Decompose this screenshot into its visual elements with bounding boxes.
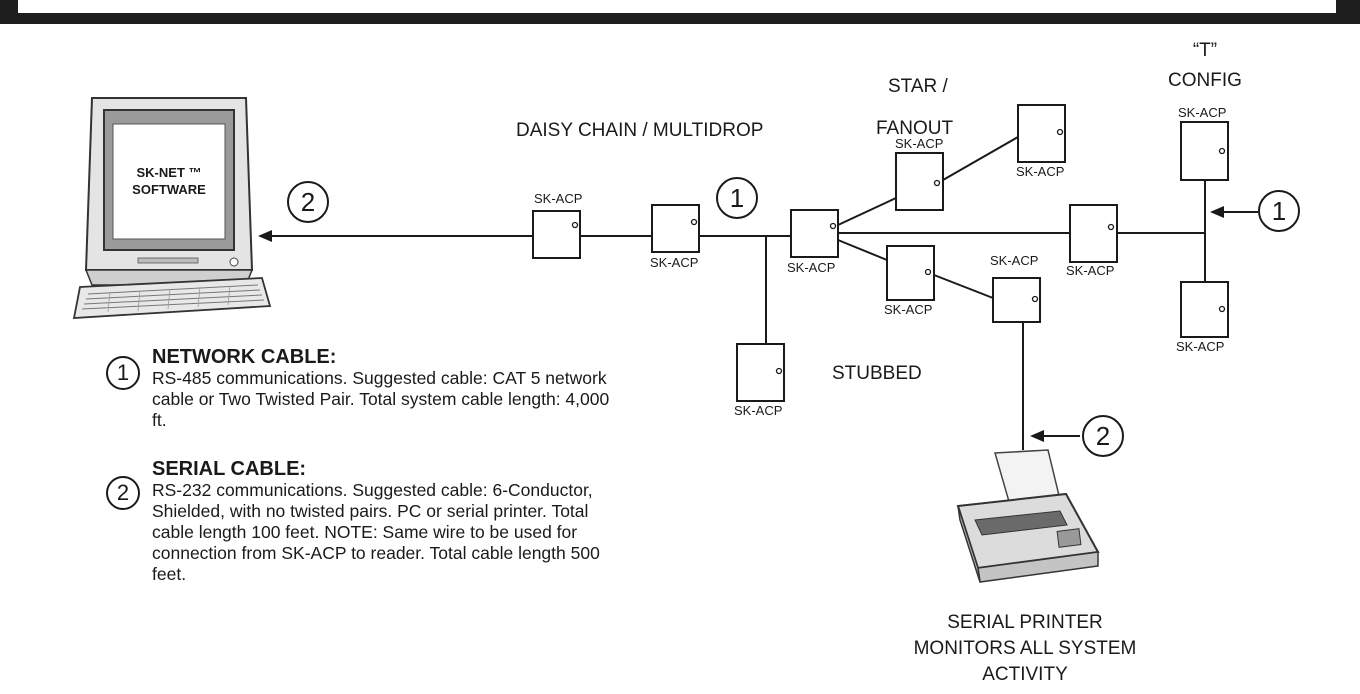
- sk-acp-label-6: SK-ACP: [1066, 263, 1115, 278]
- sk-acp-label-3: SK-ACP: [787, 260, 836, 275]
- marker-network-chain: 1: [716, 177, 758, 219]
- legend-network-title: NETWORK CABLE:: [152, 346, 337, 368]
- sk-acp-label-10: SK-ACP: [990, 253, 1039, 268]
- sk-acp-label-7: SK-ACP: [1178, 105, 1227, 120]
- t-config-label-line2: CONFIG: [1168, 70, 1242, 91]
- computer-icon: [72, 97, 272, 319]
- sk-acp-box-11: [736, 343, 785, 402]
- network-cable-lines: [580, 136, 1206, 450]
- sk-acp-box-5: [1017, 104, 1066, 163]
- printer-caption-line2: MONITORS ALL SYSTEM: [913, 638, 1137, 659]
- sk-acp-label-9: SK-ACP: [884, 302, 933, 317]
- star-label-line2: FANOUT: [876, 118, 954, 139]
- computer-screen-line2: SOFTWARE: [132, 182, 206, 197]
- sk-acp-label-1: SK-ACP: [534, 191, 583, 206]
- legend-network-marker: 1: [106, 356, 140, 390]
- t-config-label-line1: “T”: [1192, 40, 1218, 61]
- sk-acp-label-4: SK-ACP: [895, 136, 944, 151]
- sk-acp-label-11: SK-ACP: [734, 403, 783, 418]
- marker-serial-pc: 2: [287, 181, 329, 223]
- sk-acp-label-2: SK-ACP: [650, 255, 699, 270]
- sk-acp-box-6: [1069, 204, 1118, 263]
- marker-network-t: 1: [1258, 190, 1300, 232]
- legend-serial-marker: 2: [106, 476, 140, 510]
- top-frame-bar: [0, 0, 1360, 24]
- sk-acp-label-5: SK-ACP: [1016, 164, 1065, 179]
- sk-acp-box-3: [790, 209, 839, 258]
- computer-screen-title: SK-NET ™ SOFTWARE: [124, 164, 214, 198]
- printer-icon: [956, 449, 1100, 583]
- sk-acp-box-9: [886, 245, 935, 301]
- legend-network-text: RS-485 communications. Suggested cable: …: [152, 368, 610, 430]
- marker-serial-printer: 2: [1082, 415, 1124, 457]
- computer-screen-line1: SK-NET ™: [136, 165, 202, 180]
- legend-serial-title: SERIAL CABLE:: [152, 458, 307, 480]
- stubbed-label: STUBBED: [832, 363, 922, 384]
- printer-caption-line1: SERIAL PRINTER: [947, 612, 1103, 633]
- sk-acp-box-2: [651, 204, 700, 253]
- printer-caption-line3: ACTIVITY: [982, 664, 1068, 685]
- daisy-chain-label: DAISY CHAIN / MULTIDROP: [516, 120, 764, 141]
- legend-serial-text: RS-232 communications. Suggested cable: …: [152, 480, 600, 584]
- sk-acp-box-1: [532, 210, 581, 259]
- sk-acp-label-8: SK-ACP: [1176, 339, 1225, 354]
- star-label-line1: STAR /: [888, 76, 948, 97]
